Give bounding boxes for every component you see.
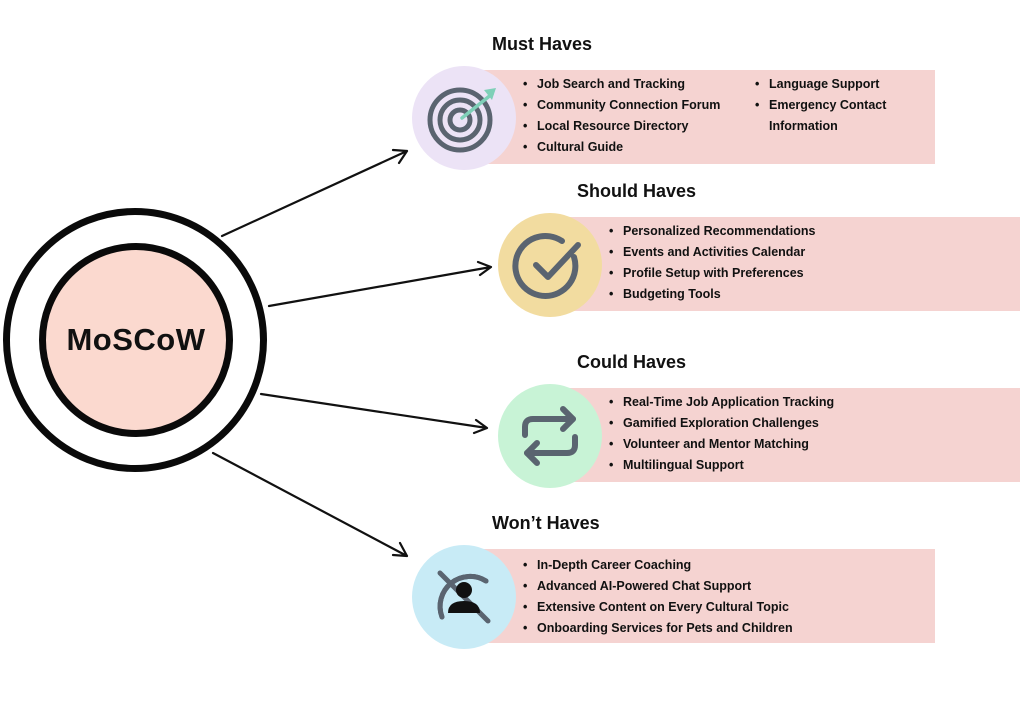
list-item: Local Resource Directory xyxy=(523,116,720,137)
target-icon xyxy=(427,87,496,153)
list-item: Job Search and Tracking xyxy=(523,74,720,95)
must-haves-list-1: Job Search and Tracking Community Connec… xyxy=(523,74,720,158)
wont-haves-list: In-Depth Career Coaching Advanced AI-Pow… xyxy=(523,555,793,639)
must-haves-title: Must Haves xyxy=(492,34,593,54)
wont-haves-title: Won’t Haves xyxy=(492,513,600,533)
hub-label: MoSCoW xyxy=(66,322,206,357)
list-item: Emergency Contact xyxy=(755,95,886,116)
should-haves-title: Should Haves xyxy=(577,181,697,201)
should-haves-list: Personalized Recommendations Events and … xyxy=(609,221,815,305)
list-item: Multilingual Support xyxy=(609,455,834,476)
hub-center: MoSCoW xyxy=(39,243,233,437)
no-user-icon xyxy=(437,570,491,624)
list-item: Real-Time Job Application Tracking xyxy=(609,392,834,413)
checkmark-circle-icon xyxy=(512,232,581,299)
list-item: Onboarding Services for Pets and Childre… xyxy=(523,618,793,639)
list-item: Gamified Exploration Challenges xyxy=(609,413,834,434)
arrow-to-could xyxy=(259,392,489,435)
list-item: Advanced AI-Powered Chat Support xyxy=(523,576,793,597)
repeat-icon xyxy=(522,406,578,466)
could-haves-icon-circle xyxy=(498,384,602,488)
arrow-to-should xyxy=(267,260,493,308)
list-item: Volunteer and Mentor Matching xyxy=(609,434,834,455)
list-item: In-Depth Career Coaching xyxy=(523,555,793,576)
could-haves-list: Real-Time Job Application Tracking Gamif… xyxy=(609,392,834,476)
list-item: Community Connection Forum xyxy=(523,95,720,116)
list-item: Language Support xyxy=(755,74,886,95)
should-haves-icon-circle xyxy=(498,213,602,317)
list-item-continuation: Information xyxy=(769,119,838,133)
arrow-to-must xyxy=(220,148,409,238)
list-item: Personalized Recommendations xyxy=(609,221,815,242)
arrow-to-wont xyxy=(211,451,409,558)
must-haves-list-2: Language Support Emergency Contact Infor… xyxy=(755,74,886,137)
list-item: Budgeting Tools xyxy=(609,284,815,305)
must-haves-icon-circle xyxy=(412,66,516,170)
list-item: Extensive Content on Every Cultural Topi… xyxy=(523,597,793,618)
list-item: Cultural Guide xyxy=(523,137,720,158)
list-item: Profile Setup with Preferences xyxy=(609,263,815,284)
list-item: Events and Activities Calendar xyxy=(609,242,815,263)
could-haves-title: Could Haves xyxy=(577,352,687,372)
wont-haves-icon-circle xyxy=(412,545,516,649)
